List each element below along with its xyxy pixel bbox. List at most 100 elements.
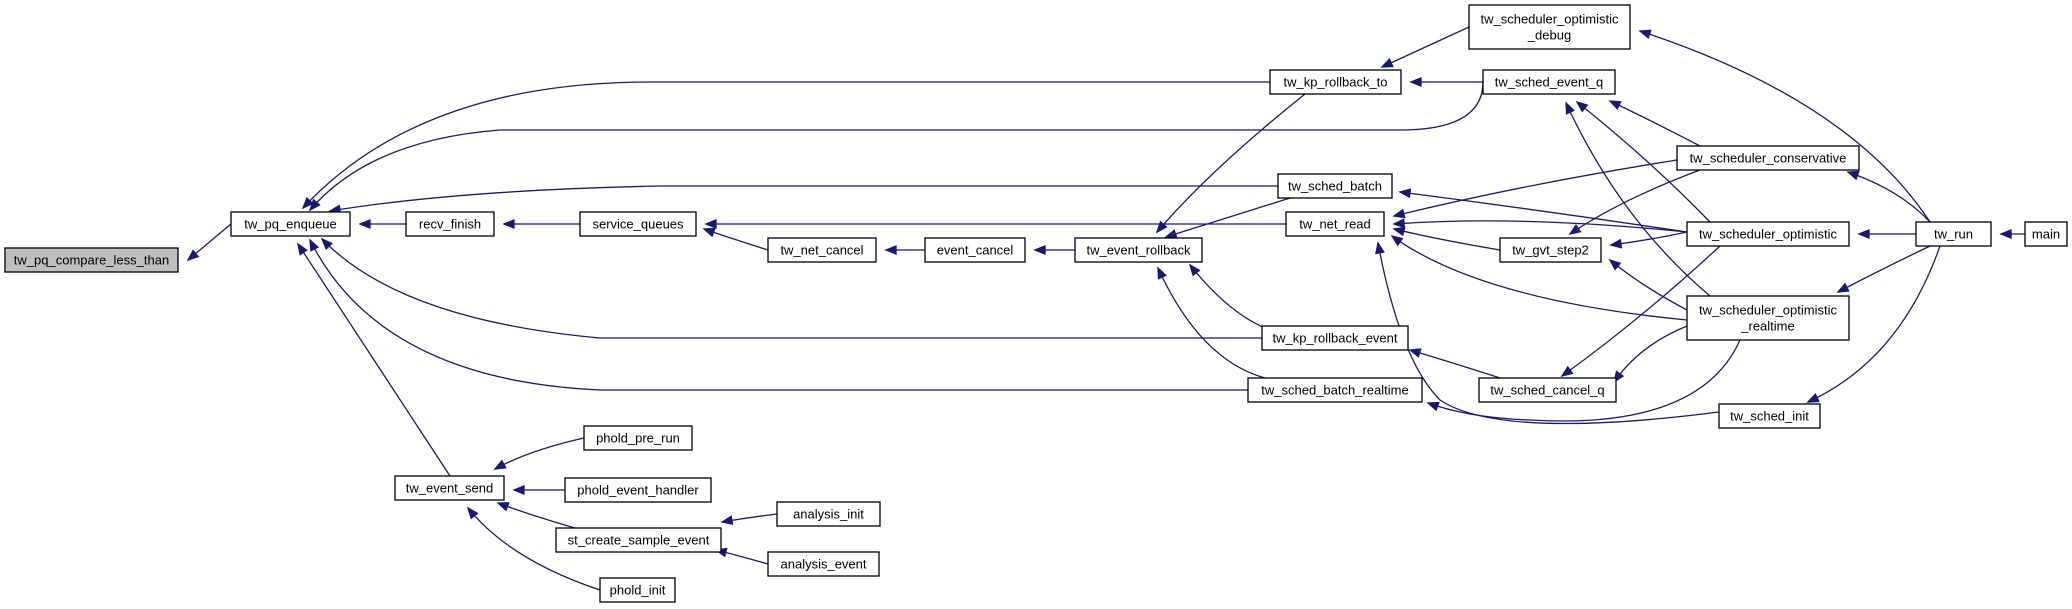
- edge-line: [297, 243, 451, 477]
- node-box: [1074, 237, 1203, 263]
- edge-line: [1807, 245, 1941, 403]
- node-label: tw_run: [1934, 227, 1973, 242]
- node-sched-conservative[interactable]: tw_scheduler_conservative: [1676, 145, 1860, 171]
- node-label: tw_sched_batch_realtime: [1261, 383, 1408, 398]
- node-st-create[interactable]: st_create_sample_event: [555, 527, 722, 553]
- edge-line: [302, 81, 1270, 209]
- node-label: tw_net_read: [1299, 217, 1371, 232]
- edge-line: [1156, 93, 1306, 233]
- node-service-queues[interactable]: service_queues: [579, 211, 697, 237]
- node-label: tw_sched_cancel_q: [1490, 383, 1604, 398]
- node-sched-optimistic[interactable]: tw_scheduler_optimistic: [1686, 221, 1850, 247]
- node-analysis-init[interactable]: analysis_init: [776, 501, 881, 527]
- node-box: [579, 211, 697, 237]
- node-phold-init[interactable]: phold_init: [599, 577, 676, 603]
- node-box: [1499, 237, 1602, 263]
- arrowhead-icon: [308, 198, 321, 212]
- edge-line: [1189, 264, 1271, 331]
- edge-tw-run-to-sched-optimistic: [1857, 229, 1916, 239]
- arrowhead-icon: [186, 249, 200, 262]
- node-label: tw_kp_rollback_to: [1283, 75, 1387, 90]
- arrowhead-icon: [1398, 188, 1412, 199]
- edge-sched-optimistic-to-gvt-step2: [1609, 231, 1688, 249]
- node-sched-init[interactable]: tw_sched_init: [1718, 403, 1821, 429]
- node-box: [564, 477, 712, 503]
- node-main[interactable]: main: [2024, 221, 2068, 247]
- node-sched-batch[interactable]: tw_sched_batch: [1277, 173, 1393, 199]
- edge-line: [1569, 169, 1701, 235]
- edge-line: [1565, 102, 1711, 297]
- edge-phold-pre-run-to-event-send: [493, 437, 585, 470]
- node-phold-pre-run[interactable]: phold_pre_run: [583, 425, 693, 451]
- edge-line: [1165, 197, 1291, 238]
- node-kp-rollback-to[interactable]: tw_kp_rollback_to: [1269, 69, 1402, 95]
- edge-tw-run-to-sched-opt-debug: [1638, 29, 1931, 223]
- edge-phold-event-handler-to-event-send: [512, 485, 565, 495]
- node-box: [394, 475, 505, 501]
- node-tw-run[interactable]: tw_run: [1915, 221, 1992, 247]
- node-net-cancel[interactable]: tw_net_cancel: [767, 237, 877, 263]
- edge-sched-optimistic-to-sched-batch: [1398, 188, 1688, 233]
- edge-analysis-event-to-st-create: [714, 547, 769, 565]
- node-label: tw_kp_rollback_event: [1272, 331, 1397, 346]
- edges-layer: [186, 26, 2025, 591]
- arrowhead-icon: [1999, 229, 2012, 239]
- node-sched-batch-rt[interactable]: tw_sched_batch_realtime: [1247, 377, 1423, 403]
- node-event-rollback[interactable]: tw_event_rollback: [1074, 237, 1203, 263]
- edge-line: [1393, 220, 1688, 233]
- edge-event-send-to-pq-enqueue: [297, 242, 451, 477]
- edge-net-read-to-service-queues: [704, 219, 1286, 229]
- node-kp-rollback-event[interactable]: tw_kp_rollback_event: [1261, 325, 1409, 351]
- edge-sched-opt-rt-to-sched-batch-rt: [1426, 339, 1741, 422]
- edge-sched-optimistic-to-sched-event-q: [1575, 100, 1711, 223]
- node-box: [776, 501, 881, 527]
- node-phold-event-handler[interactable]: phold_event_handler: [564, 477, 712, 503]
- node-pq-enqueue[interactable]: tw_pq_enqueue: [230, 211, 351, 237]
- edge-sched-batch-to-pq-enqueue: [328, 185, 1278, 215]
- edge-recv-finish-to-pq-enqueue: [358, 219, 406, 229]
- node-sched-event-q[interactable]: tw_sched_event_q: [1482, 69, 1616, 95]
- node-label: tw_event_send: [406, 481, 493, 496]
- node-gvt-step2[interactable]: tw_gvt_step2: [1499, 237, 1602, 263]
- node-label: recv_finish: [419, 217, 481, 232]
- node-box: [1482, 69, 1616, 95]
- node-sched-opt-debug[interactable]: tw_scheduler_optimistic_debug: [1468, 4, 1631, 50]
- edge-line: [1391, 235, 1688, 321]
- node-box: [1269, 69, 1402, 95]
- node-net-read[interactable]: tw_net_read: [1285, 211, 1385, 237]
- arrowhead-icon: [1609, 238, 1623, 249]
- node-label: tw_event_rollback: [1086, 243, 1191, 258]
- node-label: tw_scheduler_conservative: [1690, 151, 1847, 166]
- node-label: tw_scheduler_optimistic: [1699, 303, 1838, 318]
- arrowhead-icon: [493, 459, 507, 470]
- arrowhead-icon: [1857, 229, 1870, 239]
- node-recv-finish[interactable]: recv_finish: [405, 211, 495, 237]
- arrowhead-icon: [1560, 365, 1574, 378]
- edge-line: [1609, 259, 1688, 311]
- node-label: tw_pq_compare_less_than: [14, 253, 169, 268]
- arrowhead-icon: [1608, 258, 1622, 271]
- arrowhead-icon: [720, 515, 734, 526]
- node-event-send[interactable]: tw_event_send: [394, 475, 505, 501]
- node-event-cancel[interactable]: event_cancel: [924, 237, 1026, 263]
- arrowhead-icon: [301, 196, 314, 210]
- nodes-layer: tw_pq_compare_less_than tw_pq_enqueue recv…: [4, 4, 2068, 603]
- edge-service-queues-to-recv-finish: [502, 219, 580, 229]
- node-analysis-event[interactable]: analysis_event: [767, 551, 880, 577]
- arrowhead-icon: [466, 506, 479, 520]
- node-box: [1718, 403, 1821, 429]
- arrowhead-icon: [884, 245, 897, 255]
- node-label: tw_sched_event_q: [1495, 75, 1603, 90]
- arrowhead-icon: [1608, 100, 1622, 111]
- node-sched-opt-rt[interactable]: tw_scheduler_optimistic_realtime: [1686, 295, 1850, 341]
- arrowhead-icon: [1426, 401, 1440, 412]
- edge-main-to-tw-run: [1999, 229, 2025, 239]
- node-box: [4, 247, 179, 273]
- arrowhead-icon: [1188, 263, 1201, 277]
- node-box: [1468, 4, 1631, 50]
- node-box: [230, 211, 351, 237]
- node-box: [405, 211, 495, 237]
- edge-line: [321, 238, 1262, 339]
- node-label: st_create_sample_event: [568, 533, 710, 548]
- node-sched-cancel-q[interactable]: tw_sched_cancel_q: [1478, 377, 1617, 403]
